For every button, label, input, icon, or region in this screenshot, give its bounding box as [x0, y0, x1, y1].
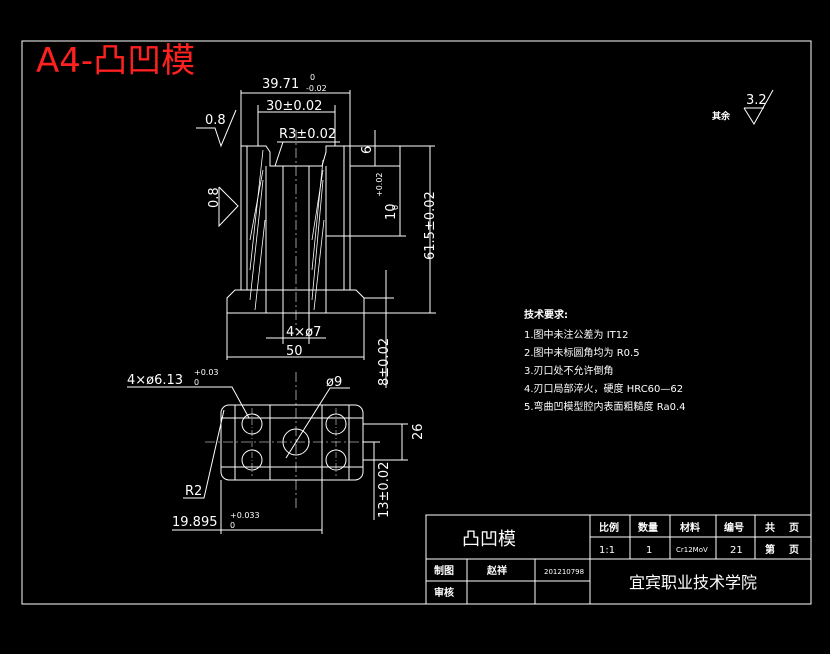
material-label: 材料 [680, 521, 700, 534]
quantity-label: 数量 [638, 521, 658, 534]
number-label: 编号 [724, 521, 744, 534]
tech-requirements: 技术要求: 1.图中未注公差为 IT12 2.图中未标圆角均为 R0.5 3.刃… [524, 308, 685, 413]
quantity-value: 1 [646, 545, 652, 556]
tech-req-item-1: 1.图中未注公差为 IT12 [524, 328, 629, 341]
review-label: 审核 [434, 586, 454, 599]
part-name: 凸凹模 [462, 529, 516, 550]
dim-height-10-tol-lower: 0 [391, 205, 400, 210]
drawn-label: 制图 [434, 564, 454, 577]
roughness-other-value: 3.2 [746, 93, 767, 108]
material-value: Cr12MoV [676, 546, 708, 554]
dim-width-top-tol-lower: -0.02 [306, 84, 327, 93]
sheet-title: A4-凸凹模 [36, 41, 195, 81]
tech-req-item-3: 3.刃口处不允许倒角 [524, 364, 614, 377]
roughness-other-label: 其余 [712, 110, 731, 122]
number-value: 21 [730, 545, 743, 556]
front-view: 39.71 0 -0.02 30±0.02 R3±0.02 0.8 0.8 6 … [196, 73, 438, 388]
tech-req-item-2: 2.图中未标圆角均为 R0.5 [524, 346, 640, 359]
dim-radius-top: R3±0.02 [279, 127, 336, 142]
dim-holes-plan-tol-upper: +0.03 [194, 368, 219, 377]
tech-req-item-4: 4.刃口局部淬火，硬度 HRC60—62 [524, 382, 683, 395]
tech-req-item-5: 5.弯曲凹模型腔内表面粗糙度 Ra0.4 [524, 400, 685, 413]
sheet-label: 第 [765, 543, 775, 556]
title-block: 凸凹模 比例 数量 材料 编号 共 页 1:1 1 Cr12MoV 21 第 页… [425, 514, 812, 605]
dim-inner-width: 30±0.02 [266, 99, 322, 114]
drawn-id: 201210798 [544, 568, 584, 576]
dim-radius-r2: R2 [185, 484, 202, 499]
dim-offset-19895: 19.895 [172, 515, 218, 530]
dim-base-width: 50 [286, 344, 303, 359]
dim-offset-19895-tol-upper: +0.033 [230, 511, 260, 520]
dim-offset-19895-tol-lower: 0 [230, 521, 235, 530]
dim-offset-13: 13±0.02 [377, 462, 392, 518]
dim-holes-plan-tol-lower: 0 [194, 378, 199, 387]
total-label: 共 [765, 521, 775, 534]
dim-center-hole: ø9 [326, 375, 342, 390]
dim-height-10: 10 [384, 203, 399, 220]
sheet-unit: 页 [789, 544, 799, 556]
dim-base-height: 8±0.02 [377, 338, 392, 386]
dim-width-top-tol-upper: 0 [310, 73, 315, 82]
roughness-other: 3.2 其余 [712, 89, 774, 125]
dim-slot-depth: 6 [360, 146, 375, 154]
section-hatching [249, 149, 325, 311]
top-view: 4×ø6.13 +0.03 0 ø9 26 13±0.02 R2 19.895 … [127, 368, 426, 534]
page-unit: 页 [789, 522, 799, 534]
scale-label: 比例 [599, 521, 619, 534]
dim-holes: 4×ø7 [286, 325, 321, 340]
drawn-name: 赵祥 [486, 564, 507, 577]
drawing-frame [21, 40, 812, 605]
tech-req-heading: 技术要求: [524, 308, 568, 321]
dim-height-total: 61.5±0.02 [423, 191, 438, 260]
dim-holes-plan: 4×ø6.13 [127, 373, 183, 388]
dim-width-top: 39.71 [262, 77, 299, 92]
dim-depth-26: 26 [411, 423, 426, 440]
school-name: 宜宾职业技术学院 [629, 573, 757, 592]
dim-height-10-tol-upper: +0.02 [375, 172, 384, 197]
roughness-side-left: 0.8 [207, 187, 222, 208]
roughness-top-left: 0.8 [205, 113, 226, 128]
scale-value: 1:1 [599, 545, 615, 556]
